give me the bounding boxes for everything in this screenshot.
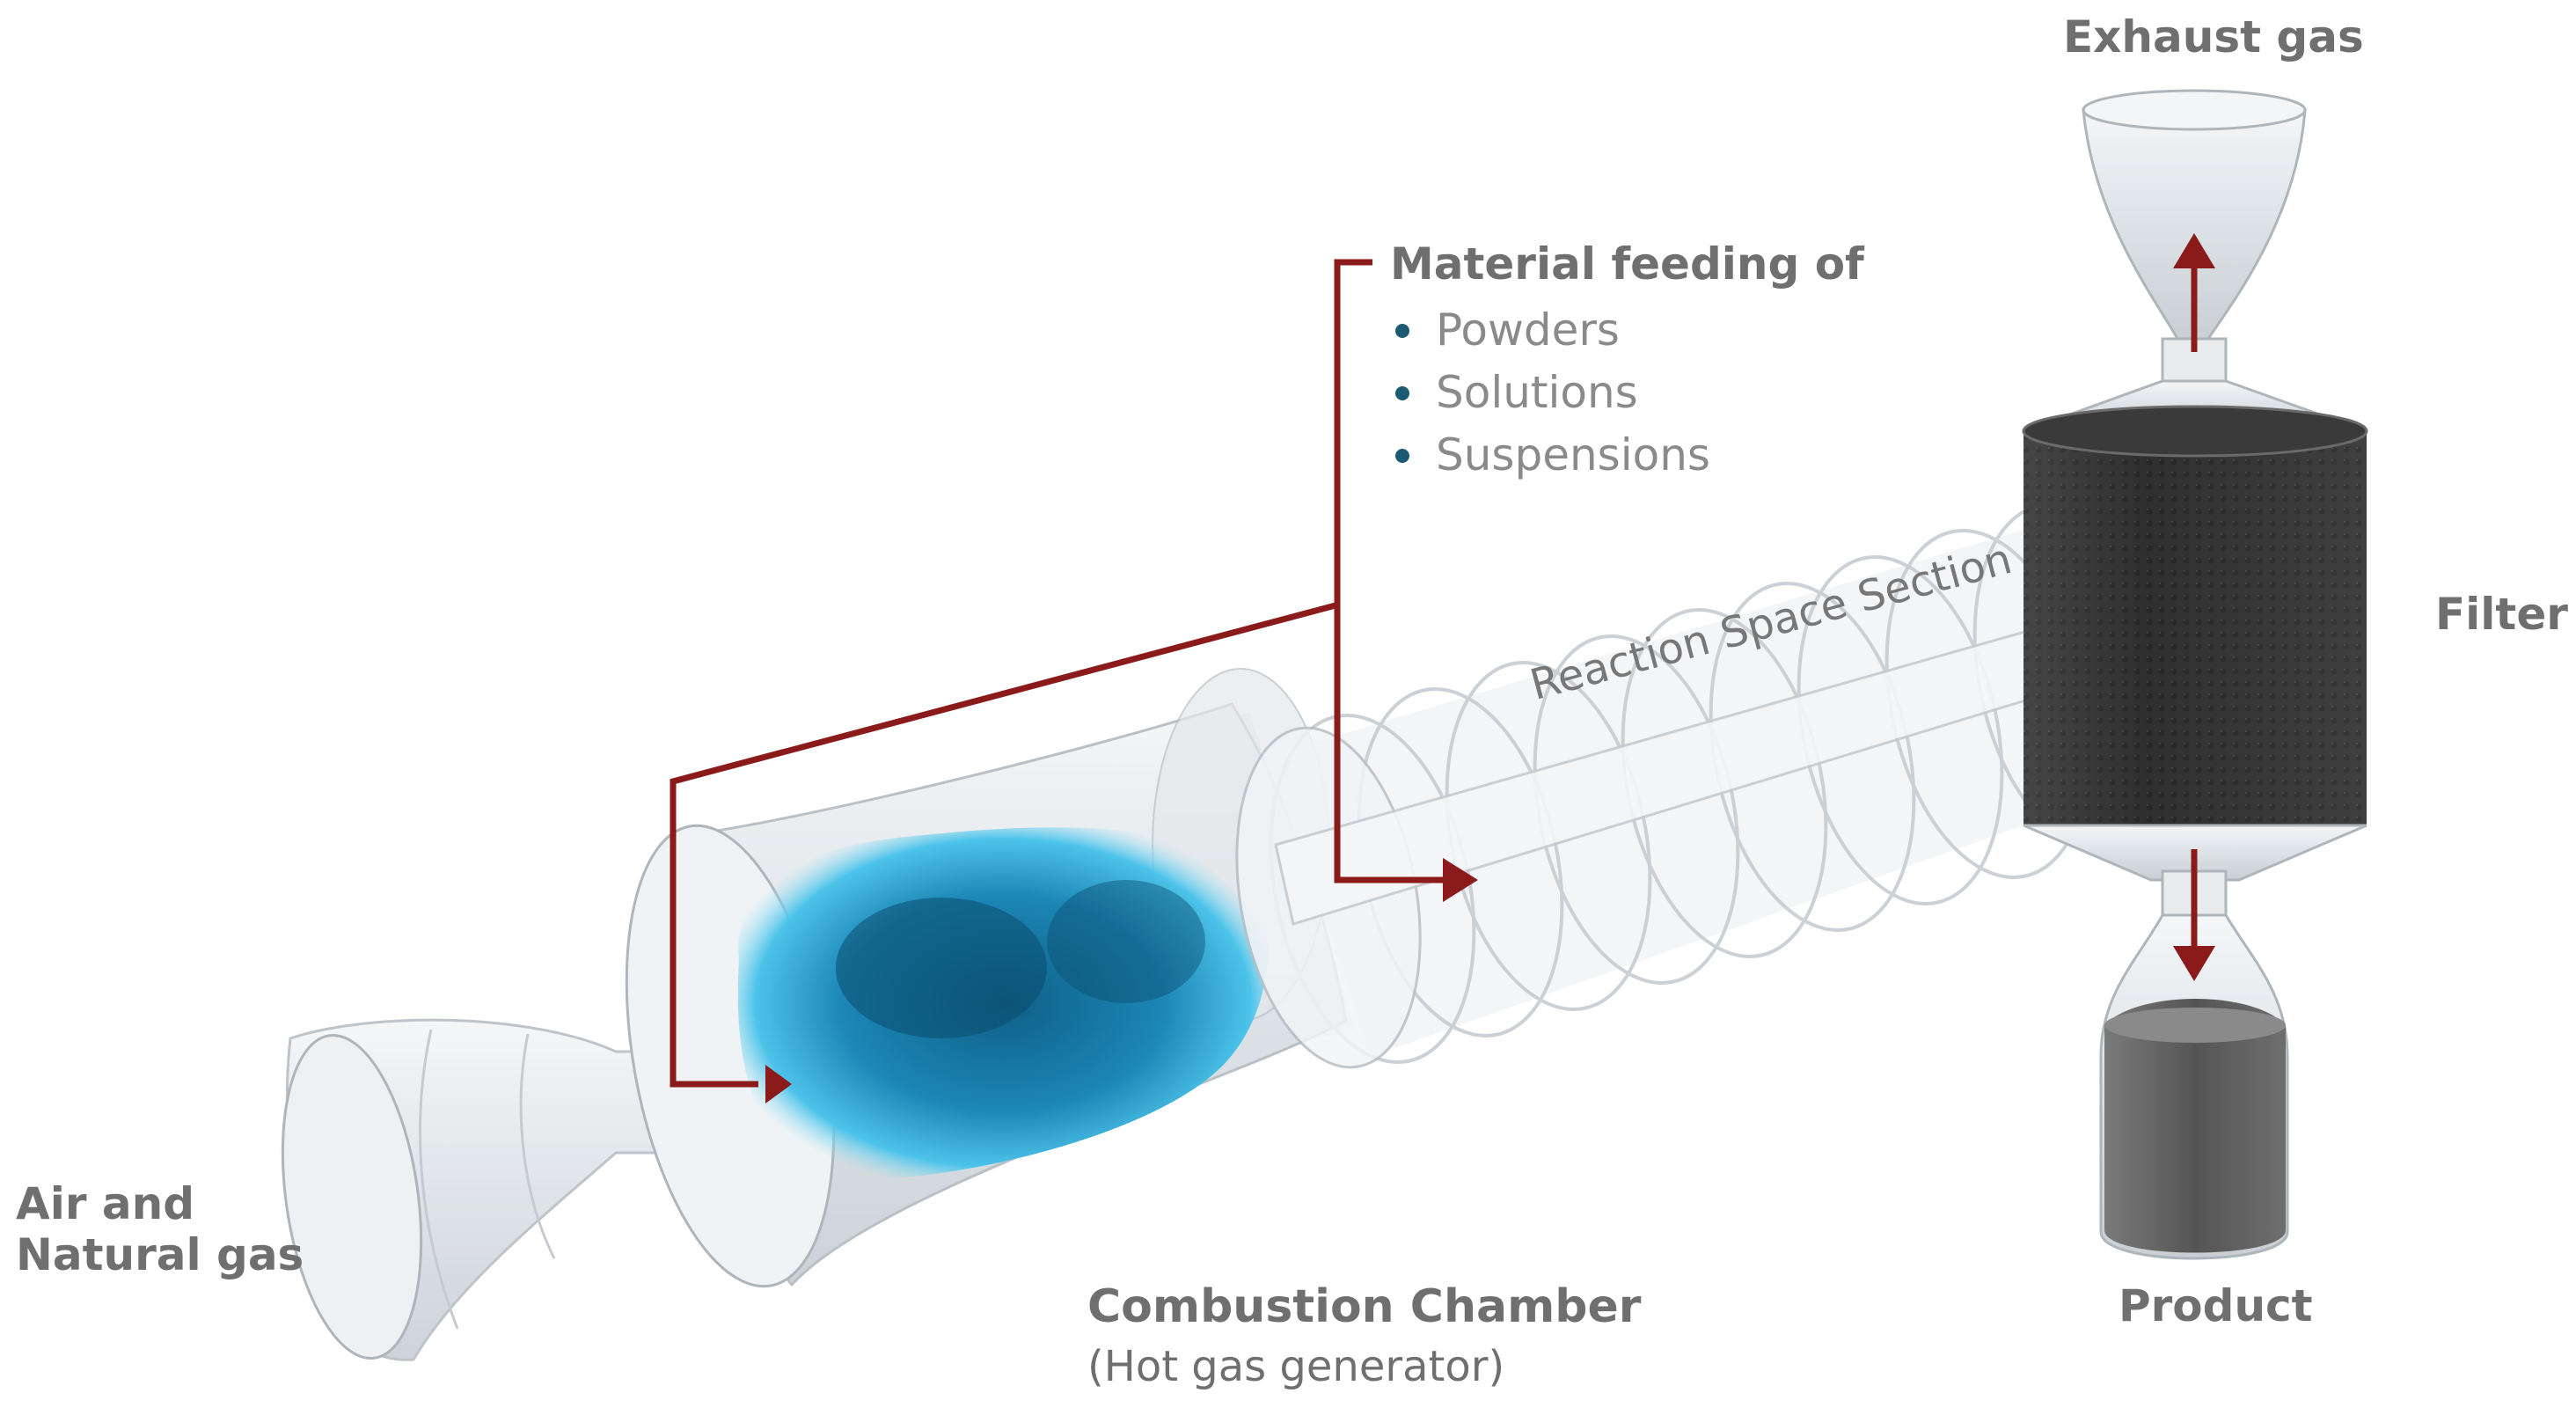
feeding-item-suspensions: Suspensions bbox=[1390, 424, 1710, 487]
combustion-chamber bbox=[625, 668, 1355, 1288]
feeding-item-solutions: Solutions bbox=[1390, 362, 1710, 424]
air-label-line1: Air and bbox=[16, 1178, 195, 1229]
feeding-list: Powders Solutions Suspensions bbox=[1390, 299, 1710, 487]
flow-arrowheads bbox=[765, 233, 2215, 1103]
arrow-into-chamber bbox=[765, 1065, 792, 1103]
air-label-line2: Natural gas bbox=[16, 1228, 304, 1280]
hot-gas-generator-label: (Hot gas generator) bbox=[1087, 1342, 1505, 1391]
product-label: Product bbox=[2119, 1280, 2313, 1331]
filter-unit bbox=[2022, 89, 2368, 1260]
burner-nozzle bbox=[281, 1018, 736, 1361]
arrow-into-reaction bbox=[1443, 858, 1478, 902]
feed-lines bbox=[670, 259, 2198, 1088]
combustion-chamber-label: Combustion Chamber bbox=[1087, 1280, 1642, 1333]
reaction-tube bbox=[1235, 476, 2268, 1069]
bullet-icon bbox=[1395, 449, 1409, 463]
arrow-product-down bbox=[2173, 946, 2215, 981]
bullet-icon bbox=[1395, 386, 1409, 400]
air-natural-gas-label: Air and Natural gas bbox=[16, 1178, 304, 1280]
material-feeding-label: Material feeding of bbox=[1390, 238, 1864, 290]
arrow-exhaust-up bbox=[2173, 233, 2215, 268]
exhaust-gas-label: Exhaust gas bbox=[2063, 11, 2364, 62]
feeding-item-powders: Powders bbox=[1390, 299, 1710, 362]
bullet-icon bbox=[1395, 324, 1409, 338]
filter-label: Filter bbox=[2435, 589, 2568, 640]
